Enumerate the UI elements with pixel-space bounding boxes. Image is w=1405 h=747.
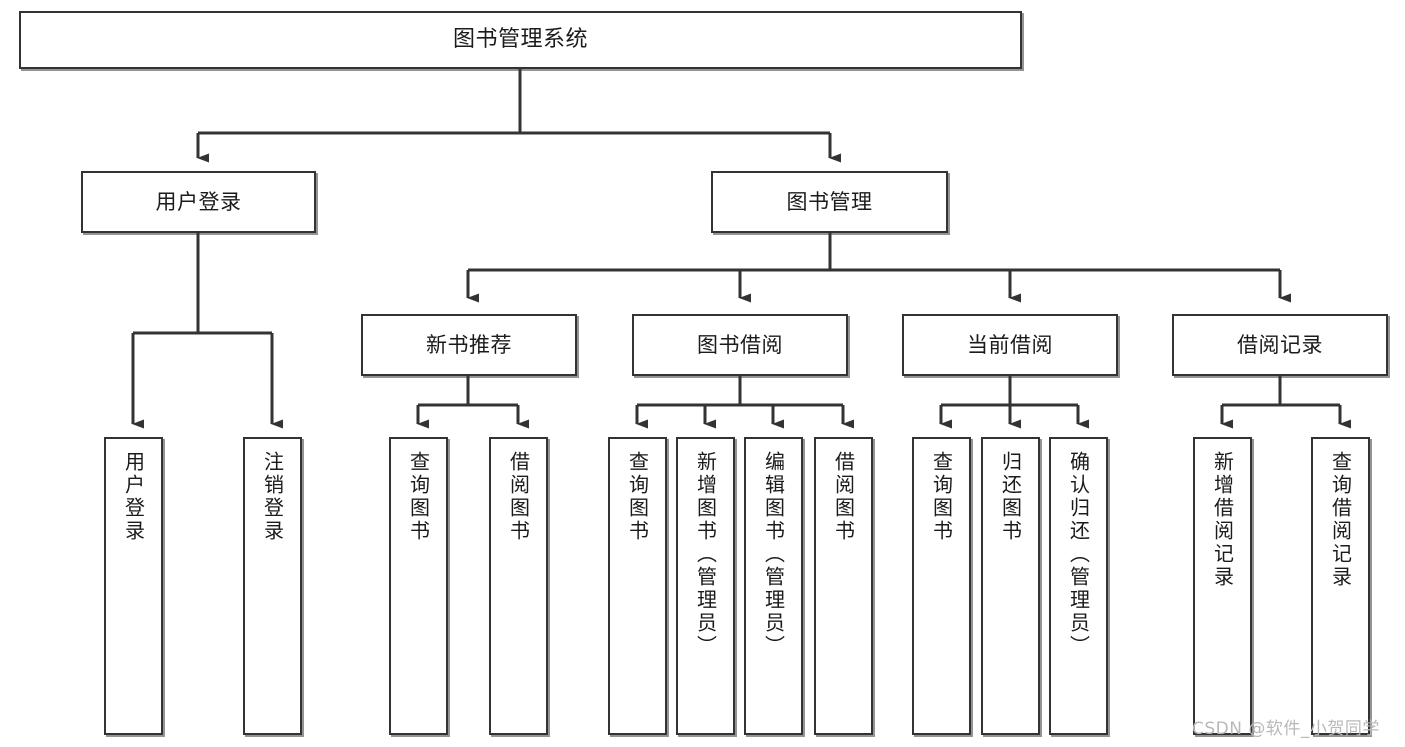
node-book-manage[interactable]: 图书管理 — [711, 171, 948, 233]
node-leaf-rec-query2[interactable]: 查询借阅记录 — [1311, 437, 1370, 735]
node-leaf-user-logout[interactable]: 注销登录 — [243, 437, 302, 735]
node-root-label: 图书管理系统 — [452, 27, 588, 53]
watermark: CSDN @软件_小贺同学 — [1192, 719, 1380, 739]
node-current-borrow[interactable]: 当前借阅 — [902, 314, 1118, 376]
node-leaf-cur-return[interactable]: 归还图书 — [981, 437, 1040, 735]
node-leaf-rec-query-label: 查询图书 — [406, 451, 431, 543]
node-leaf-rec-add-label: 新增借阅记录 — [1210, 451, 1235, 589]
node-borrow-record[interactable]: 借阅记录 — [1172, 314, 1388, 376]
node-leaf-user-login[interactable]: 用户登录 — [104, 437, 163, 735]
node-leaf-rec-add[interactable]: 新增借阅记录 — [1193, 437, 1252, 735]
node-leaf-rec-query[interactable]: 查询图书 — [389, 437, 448, 735]
node-book-borrow-label: 图书借阅 — [697, 332, 783, 357]
node-leaf-borrow-edit-label: 编辑图书（管理员） — [761, 451, 786, 658]
node-leaf-cur-query[interactable]: 查询图书 — [912, 437, 971, 735]
node-book-borrow[interactable]: 图书借阅 — [632, 314, 848, 376]
node-book-manage-label: 图书管理 — [786, 189, 873, 214]
node-user-login-label: 用户登录 — [155, 189, 242, 214]
node-leaf-cur-return-label: 归还图书 — [998, 451, 1023, 543]
node-borrow-record-label: 借阅记录 — [1237, 332, 1323, 357]
node-leaf-borrow-add-label: 新增图书（管理员） — [693, 451, 718, 658]
node-leaf-rec-borrow[interactable]: 借阅图书 — [489, 437, 548, 735]
node-leaf-user-login-label: 用户登录 — [121, 451, 146, 543]
node-user-login[interactable]: 用户登录 — [81, 171, 316, 233]
node-leaf-borrow-edit[interactable]: 编辑图书（管理员） — [744, 437, 803, 735]
node-new-book-rec[interactable]: 新书推荐 — [361, 314, 577, 376]
node-leaf-borrow-query[interactable]: 查询图书 — [608, 437, 667, 735]
node-leaf-borrow-query-label: 查询图书 — [625, 451, 650, 543]
node-leaf-borrow-add[interactable]: 新增图书（管理员） — [676, 437, 735, 735]
node-leaf-cur-confirm[interactable]: 确认归还（管理员） — [1049, 437, 1108, 735]
node-leaf-rec-query2-label: 查询借阅记录 — [1328, 451, 1353, 589]
node-leaf-borrow-lend-label: 借阅图书 — [831, 451, 856, 543]
node-root[interactable]: 图书管理系统 — [19, 11, 1022, 69]
node-leaf-cur-query-label: 查询图书 — [929, 451, 954, 543]
node-current-borrow-label: 当前借阅 — [967, 332, 1053, 357]
node-leaf-user-logout-label: 注销登录 — [260, 451, 285, 543]
node-leaf-rec-borrow-label: 借阅图书 — [506, 451, 531, 543]
node-leaf-borrow-lend[interactable]: 借阅图书 — [814, 437, 873, 735]
node-new-book-rec-label: 新书推荐 — [426, 332, 512, 357]
node-leaf-cur-confirm-label: 确认归还（管理员） — [1066, 451, 1091, 658]
